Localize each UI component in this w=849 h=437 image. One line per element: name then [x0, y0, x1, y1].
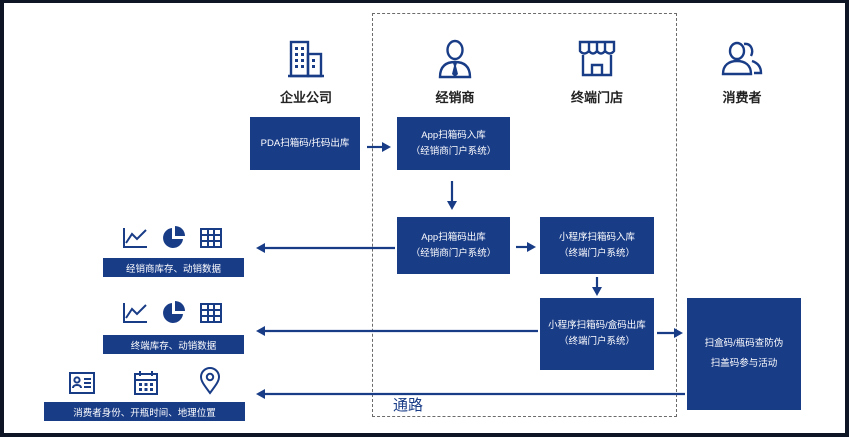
location-pin-icon — [199, 367, 221, 395]
consumer-scan-line2: 扫盖码参与活动 — [710, 358, 778, 369]
calendar-icon — [134, 371, 158, 395]
app-inbound-box: App扫箱码入库 （经销商门户系统） — [397, 117, 510, 170]
consumer-header: 消费者 — [722, 90, 762, 105]
mini-outbound-box: 小程序扫箱码/盒码出库 （终端门户系统） — [540, 298, 654, 370]
users-icon — [721, 41, 763, 76]
store-header: 终端门店 — [570, 90, 623, 105]
mini-inbound-system: （终端门户系统） — [558, 247, 635, 259]
id-card-icon — [69, 372, 95, 394]
arrowhead — [527, 242, 536, 252]
arrowhead — [447, 201, 457, 210]
channel-label: 通路 — [393, 397, 424, 414]
distributor-data-bar: 经销商库存、动销数据 — [103, 258, 244, 277]
arrowhead — [382, 142, 391, 152]
app-inbound-label: App扫箱码入库 — [421, 129, 486, 141]
building-icon — [288, 40, 324, 78]
mini-outbound-system: （终端门户系统） — [558, 336, 635, 347]
pda-outbound-box: PDA扫箱码/托码出库 — [250, 117, 360, 170]
distributor-header: 经销商 — [435, 90, 475, 105]
arrowhead — [592, 287, 602, 296]
app-inbound-system: （经销商门户系统） — [410, 145, 497, 157]
consumer-data-bar: 消费者身份、开瓶时间、地理位置 — [44, 402, 245, 421]
line-chart-icon — [123, 228, 147, 248]
storefront-icon — [578, 40, 616, 77]
pda-outbound-label: PDA扫箱码/托码出库 — [260, 137, 350, 149]
pie-chart-icon — [163, 226, 185, 248]
arrowhead — [256, 243, 265, 253]
business-person-icon — [438, 39, 472, 79]
consumer-scan-box: 扫盒码/瓶码查防伪 扫盖码参与活动 — [687, 298, 801, 410]
table-icon — [200, 303, 222, 323]
app-outbound-system: （经销商门户系统） — [410, 247, 497, 259]
mini-inbound-box: 小程序扫箱码入库 （终端门户系统） — [540, 217, 654, 274]
arrowhead — [256, 389, 265, 399]
consumer-scan-line1: 扫盒码/瓶码查防伪 — [704, 338, 784, 349]
line-chart-icon — [123, 303, 147, 323]
store-data-bar: 终端库存、动销数据 — [103, 335, 244, 354]
mini-inbound-label: 小程序扫箱码入库 — [558, 231, 635, 243]
arrowhead — [674, 328, 683, 338]
app-outbound-box: App扫箱码出库 （经销商门户系统） — [397, 217, 510, 274]
app-outbound-label: App扫箱码出库 — [421, 231, 486, 243]
table-icon — [200, 228, 222, 248]
pie-chart-icon — [163, 301, 185, 323]
company-header: 企业公司 — [279, 90, 332, 105]
mini-outbound-label: 小程序扫箱码/盒码出库 — [548, 320, 646, 331]
distribution-channel-boundary — [372, 13, 677, 417]
arrowhead — [256, 326, 265, 336]
